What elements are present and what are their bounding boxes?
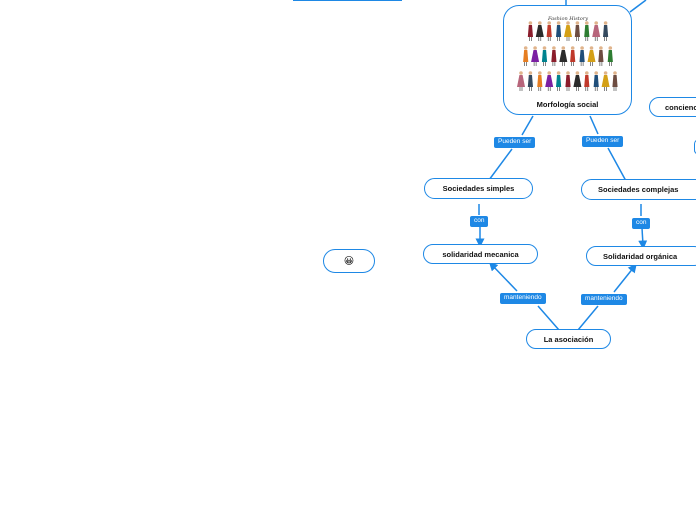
costume-figure <box>593 71 599 91</box>
costume-figure <box>598 46 604 66</box>
la-asociacion-label: La asociación <box>543 334 594 344</box>
costume-figure <box>556 21 562 41</box>
costume-figure <box>527 71 533 91</box>
costume-figure <box>541 46 548 66</box>
costume-figure <box>556 71 562 91</box>
illustration-title: Fashion History <box>547 16 588 22</box>
edge-label-pueden-ser-right[interactable]: Pueden ser <box>582 136 624 147</box>
edge-label-organica <box>613 263 637 293</box>
morfologia-social-label: Morfología social <box>536 100 599 109</box>
edge-label-manteniendo-left[interactable]: manteniendo <box>500 293 546 304</box>
costume-figure <box>584 71 590 91</box>
costume-figure <box>579 46 585 66</box>
costume-figure <box>612 71 618 91</box>
costume-figure <box>601 71 610 91</box>
costume-figure <box>523 46 529 66</box>
costume-figure <box>564 21 572 41</box>
costume-figure <box>546 21 552 41</box>
solidaridad-mecanica-label: solidaridad mecanica <box>442 249 519 259</box>
edge-label-con-left[interactable]: con <box>470 216 489 227</box>
costume-figure <box>537 71 543 91</box>
costume-figure <box>551 46 557 66</box>
edge-asoc-label-right <box>577 305 599 331</box>
costume-figure <box>559 46 568 66</box>
fashion-history-illustration: Fashion History <box>517 16 618 91</box>
costume-figure <box>592 21 601 41</box>
edge-morf-label-left <box>521 115 534 136</box>
costume-figure <box>545 71 554 91</box>
costume-figure <box>565 71 571 91</box>
solidaridad-organica-node[interactable]: Solidaridad orgánica <box>586 246 696 266</box>
costume-figure <box>573 71 582 91</box>
edge-label-complejas <box>607 147 627 182</box>
edge-label-con-right[interactable]: con <box>632 218 651 229</box>
costume-figure <box>570 46 576 66</box>
costume-figure <box>527 21 533 41</box>
edge-top-right <box>629 0 647 13</box>
conciencia-label: concienc <box>665 102 696 112</box>
costume-figure <box>531 46 540 66</box>
costume-figure <box>603 21 609 41</box>
solidaridad-organica-label: Solidaridad orgánica <box>603 251 678 261</box>
emoji-node[interactable]: 😀 <box>323 249 375 273</box>
sociedades-complejas-node[interactable]: Sociedades complejas <box>581 179 696 200</box>
morfologia-social-node[interactable]: Fashion History Morfología social <box>503 5 632 115</box>
costume-figure <box>607 46 613 66</box>
solidaridad-mecanica-node[interactable]: solidaridad mecanica <box>423 244 538 264</box>
sociedades-complejas-label: Sociedades complejas <box>598 185 679 194</box>
conciencia-node[interactable]: concienc <box>649 97 696 117</box>
edge-con-organica <box>638 227 648 250</box>
costume-figure <box>517 71 525 91</box>
top-partial-node <box>293 0 402 1</box>
edge-asoc-label-left <box>537 305 560 331</box>
edge-label-pueden-ser-left[interactable]: Pueden ser <box>494 137 536 148</box>
sociedades-simples-label: Sociedades simples <box>442 184 515 193</box>
costume-figure <box>574 21 580 41</box>
sociedades-simples-node[interactable]: Sociedades simples <box>424 178 533 199</box>
costume-figure <box>535 21 544 41</box>
edge-label-simples <box>488 148 513 181</box>
la-asociacion-node[interactable]: La asociación <box>526 329 611 349</box>
edge-label-manteniendo-right[interactable]: manteniendo <box>581 294 627 305</box>
costume-figure <box>587 46 596 66</box>
edge-morf-label-right <box>589 115 599 135</box>
costume-figure <box>584 21 590 41</box>
smiley-icon: 😀 <box>343 255 355 267</box>
edge-label-mecanica <box>488 261 518 292</box>
